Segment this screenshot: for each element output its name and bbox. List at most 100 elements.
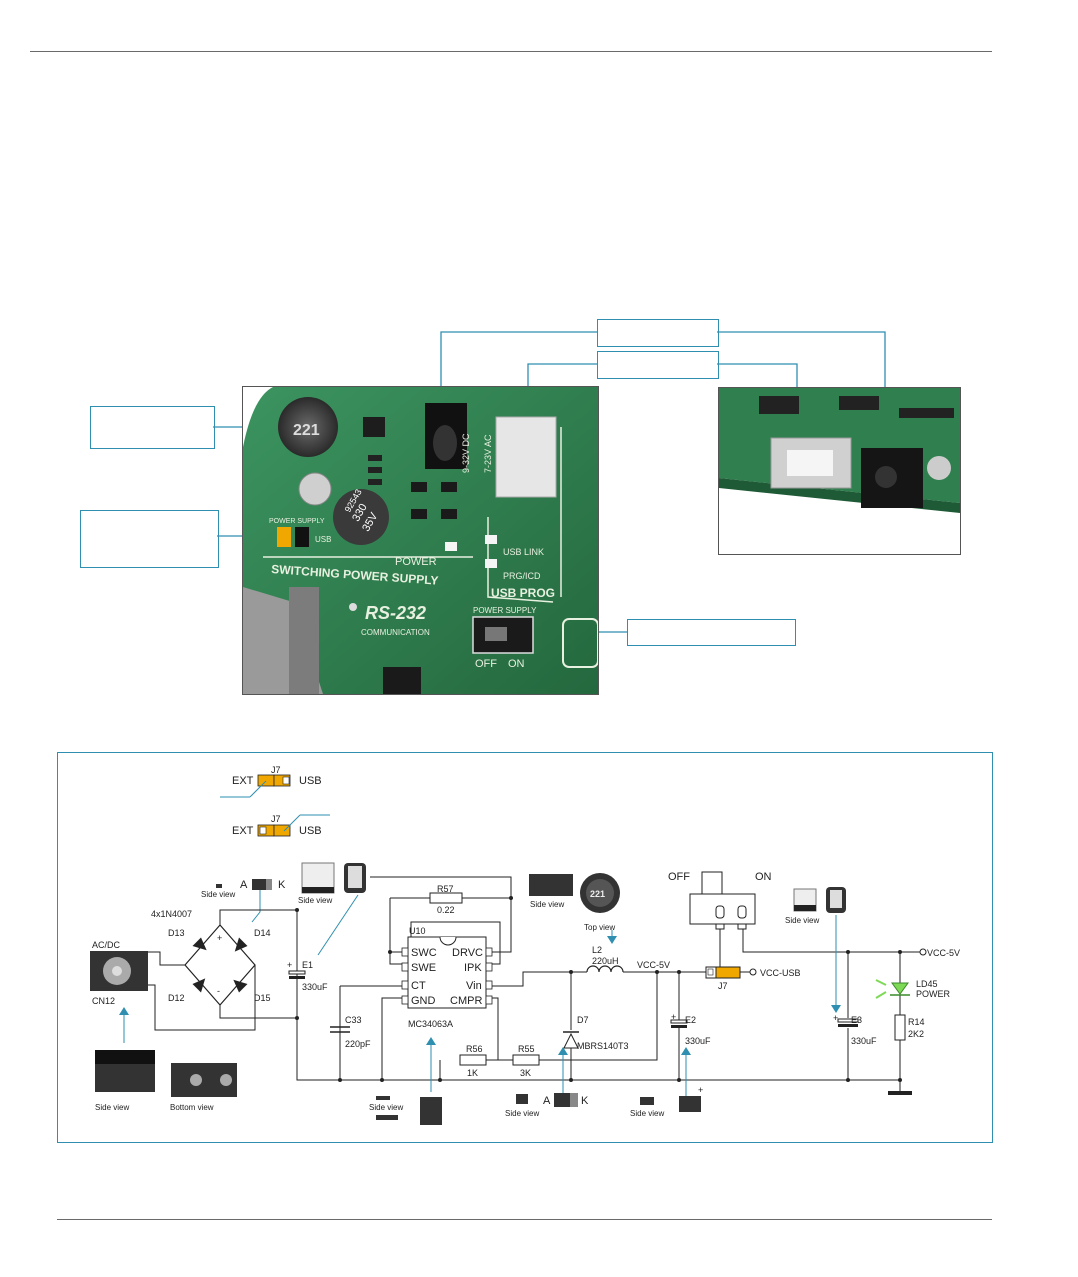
- bridge-diodes: [192, 937, 248, 993]
- svg-text:MBRS140T3: MBRS140T3: [577, 1041, 629, 1051]
- svg-text:Side view: Side view: [630, 1109, 664, 1118]
- svg-text:221: 221: [590, 889, 605, 899]
- svg-text:K: K: [581, 1095, 589, 1107]
- svg-text:SWC: SWC: [411, 947, 437, 959]
- svg-text:SWE: SWE: [411, 962, 436, 974]
- svg-text:+: +: [287, 960, 292, 970]
- svg-text:VCC-5V: VCC-5V: [927, 948, 960, 958]
- l2-inductor: [586, 965, 624, 973]
- svg-text:R55: R55: [518, 1044, 535, 1054]
- svg-text:AC/DC: AC/DC: [92, 940, 121, 950]
- footer-rule: [57, 1219, 992, 1220]
- svg-text:E2: E2: [685, 1015, 696, 1025]
- svg-text:VCC-5V: VCC-5V: [637, 960, 670, 970]
- inductor: [278, 397, 338, 457]
- svg-text:J7: J7: [271, 814, 281, 824]
- svg-text:D13: D13: [168, 928, 185, 938]
- power-jumper-j7[interactable]: [277, 527, 291, 547]
- svg-text:9-32V DC: 9-32V DC: [461, 433, 471, 473]
- svg-text:EXT: EXT: [232, 775, 254, 787]
- svg-text:A: A: [543, 1095, 551, 1107]
- svg-text:Vin: Vin: [466, 980, 482, 992]
- svg-text:Side view: Side view: [530, 900, 564, 909]
- silk-rs232: RS-232: [365, 603, 426, 623]
- svg-text:E1: E1: [302, 960, 313, 970]
- svg-text:+: +: [833, 1013, 838, 1023]
- svg-text:L2: L2: [592, 945, 602, 955]
- svg-text:IPK: IPK: [464, 962, 482, 974]
- svg-text:GND: GND: [411, 995, 436, 1007]
- callout-dc-connector: [597, 319, 719, 347]
- svg-text:K: K: [278, 879, 286, 891]
- svg-text:CN12: CN12: [92, 996, 115, 1006]
- svg-text:C33: C33: [345, 1015, 362, 1025]
- u10-ic: [407, 936, 487, 1009]
- svg-text:POWER: POWER: [916, 989, 951, 999]
- svg-text:Side view: Side view: [201, 890, 235, 899]
- svg-text:J7: J7: [718, 981, 728, 991]
- schematic-frame: [57, 752, 993, 1143]
- svg-text:USB: USB: [315, 535, 331, 544]
- svg-text:2K2: 2K2: [908, 1029, 924, 1039]
- svg-text:CT: CT: [411, 980, 426, 992]
- silk-usb-prog: USB PROG: [491, 586, 555, 600]
- callout-power-jumper: [80, 510, 219, 568]
- svg-text:0.22: 0.22: [437, 905, 455, 915]
- callout-power-regulator: [90, 406, 215, 449]
- svg-text:R57: R57: [437, 884, 454, 894]
- svg-text:MC34063A: MC34063A: [408, 1019, 453, 1029]
- svg-text:3K: 3K: [520, 1068, 531, 1078]
- inductor-marking: 221: [293, 422, 320, 439]
- svg-text:+: +: [698, 1085, 703, 1095]
- svg-text:POWER: POWER: [395, 556, 437, 568]
- r57-resistor: [429, 892, 463, 904]
- svg-text:EXT: EXT: [232, 825, 254, 837]
- svg-text:CMPR: CMPR: [450, 995, 482, 1007]
- svg-text:POWER SUPPLY: POWER SUPPLY: [269, 518, 325, 525]
- svg-text:ON: ON: [508, 658, 525, 670]
- svg-text:Side view: Side view: [298, 896, 332, 905]
- connector-photo: [718, 387, 961, 555]
- ld45-led: [891, 982, 909, 995]
- j7-jumper: [715, 966, 741, 979]
- svg-text:LD45: LD45: [916, 979, 938, 989]
- svg-text:R14: R14: [908, 1017, 925, 1027]
- svg-text:Top view: Top view: [584, 923, 615, 932]
- header-rule: [30, 51, 992, 52]
- svg-text:330uF: 330uF: [851, 1036, 877, 1046]
- svg-text:4x1N4007: 4x1N4007: [151, 909, 192, 919]
- svg-text:Side view: Side view: [369, 1103, 403, 1112]
- board-photo: 221 9-32V DC 7-23V AC 92543 330 35V: [242, 386, 599, 695]
- svg-text:POWER SUPPLY: POWER SUPPLY: [473, 606, 537, 615]
- svg-text:E3: E3: [851, 1015, 862, 1025]
- regulator-ic: [363, 417, 385, 437]
- callout-power-switch: [627, 619, 796, 646]
- svg-text:220pF: 220pF: [345, 1039, 371, 1049]
- svg-text:PRG/ICD: PRG/ICD: [503, 571, 541, 581]
- svg-text:R56: R56: [466, 1044, 483, 1054]
- jumper-ext-position: [257, 774, 275, 787]
- r14-resistor: [894, 1014, 906, 1041]
- svg-text:220uH: 220uH: [592, 956, 619, 966]
- svg-text:1K: 1K: [467, 1068, 478, 1078]
- svg-text:J7: J7: [271, 765, 281, 775]
- svg-text:330uF: 330uF: [685, 1036, 711, 1046]
- svg-text:D7: D7: [577, 1015, 589, 1025]
- svg-text:D14: D14: [254, 928, 271, 938]
- svg-text:330uF: 330uF: [302, 982, 328, 992]
- svg-text:+: +: [217, 933, 222, 943]
- svg-text:D15: D15: [254, 993, 271, 1003]
- svg-text:COMMUNICATION: COMMUNICATION: [361, 628, 430, 637]
- svg-text:USB: USB: [299, 775, 322, 787]
- svg-text:Side view: Side view: [95, 1103, 129, 1112]
- svg-text:OFF: OFF: [668, 871, 690, 883]
- svg-text:VCC-USB: VCC-USB: [760, 968, 801, 978]
- svg-text:DRVC: DRVC: [452, 947, 483, 959]
- svg-text:Side view: Side view: [785, 916, 819, 925]
- usb-b-connector: [495, 416, 557, 498]
- capacitor-e1: [333, 489, 389, 545]
- svg-text:USB: USB: [299, 825, 322, 837]
- callout-usb-connector: [597, 351, 719, 379]
- svg-text:U10: U10: [409, 926, 426, 936]
